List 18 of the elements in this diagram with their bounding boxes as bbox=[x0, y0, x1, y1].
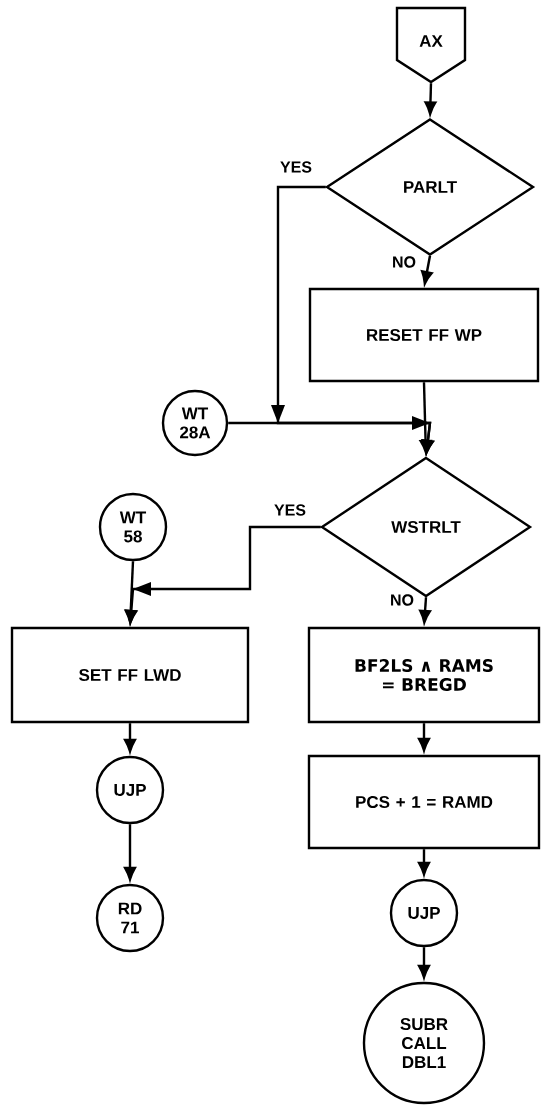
arrow bbox=[124, 824, 136, 881]
process-box: RESET FF WP bbox=[308, 287, 540, 383]
arrow bbox=[418, 947, 430, 979]
arrow bbox=[419, 382, 432, 454]
connector-pentagon: AX bbox=[395, 6, 467, 84]
arrow bbox=[124, 723, 136, 753]
arrow bbox=[419, 597, 432, 624]
process-box: SET FF LWD bbox=[10, 626, 250, 724]
arrow bbox=[418, 849, 430, 876]
process-box: PCS + 1 = RAMD bbox=[307, 754, 541, 850]
process-box: BF2LS ∧ RAMS = BREGD bbox=[307, 626, 541, 724]
arrow bbox=[124, 561, 137, 624]
arrow bbox=[420, 255, 433, 285]
edge-label: YES bbox=[273, 503, 307, 517]
edge-label: NO bbox=[391, 255, 417, 269]
edge-label: YES bbox=[279, 160, 313, 174]
arrow bbox=[418, 723, 430, 752]
arrow bbox=[424, 83, 437, 115]
